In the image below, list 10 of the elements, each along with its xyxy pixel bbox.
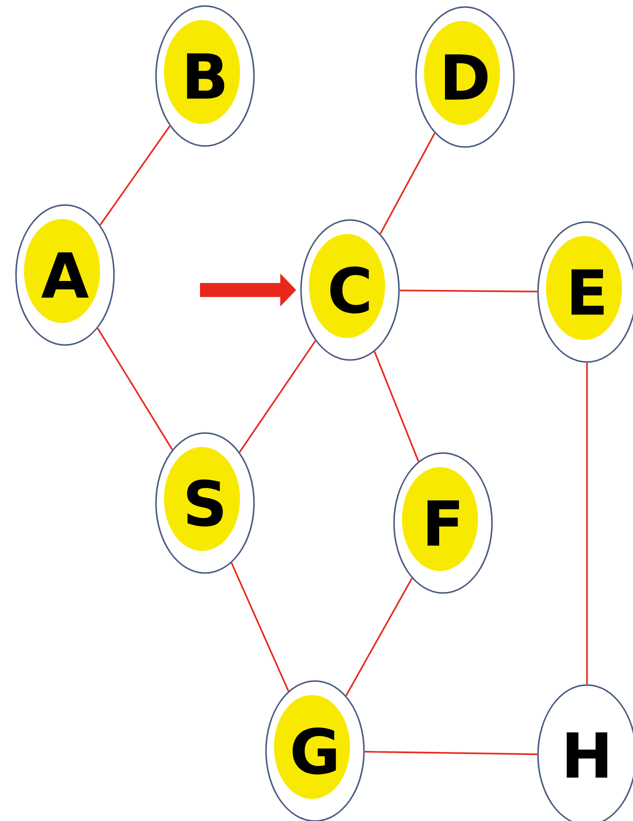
connector-line bbox=[97, 328, 173, 450]
connector-line bbox=[364, 750, 538, 756]
connector-line bbox=[380, 132, 436, 234]
connector-line bbox=[100, 126, 170, 226]
connector-line bbox=[345, 578, 413, 696]
connector-line bbox=[400, 290, 538, 292]
connector-line bbox=[238, 340, 316, 453]
connector-line bbox=[586, 362, 588, 684]
connector-line bbox=[230, 562, 290, 692]
connector-line bbox=[374, 351, 420, 462]
